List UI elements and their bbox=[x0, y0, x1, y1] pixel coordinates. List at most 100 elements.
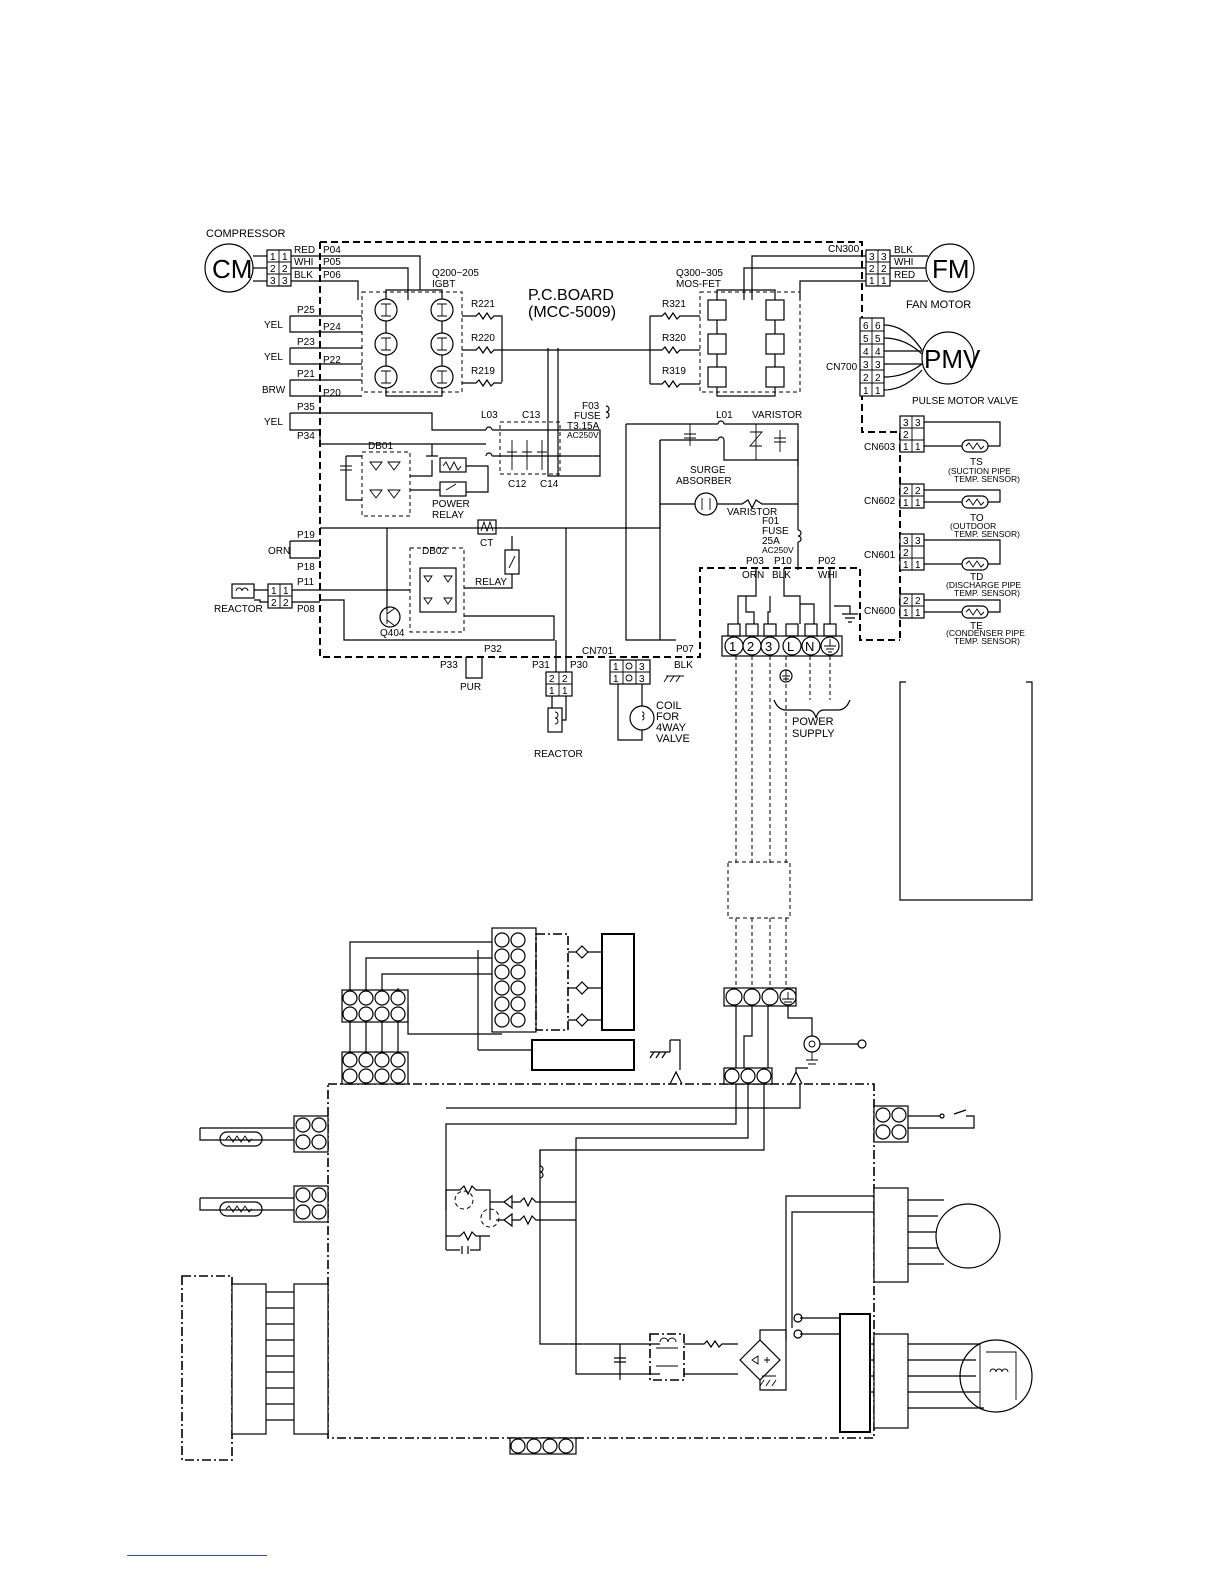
terminal-1: 1 bbox=[729, 639, 736, 654]
cn701-label: CN701 bbox=[582, 646, 614, 657]
label-pur: PUR bbox=[460, 682, 481, 693]
reactor-left-pin-1a: 1 bbox=[271, 586, 277, 597]
reactor-bottom-pin-1b: 1 bbox=[562, 686, 568, 697]
port-p24: P24 bbox=[323, 322, 341, 333]
cn603-pin-3b: 3 bbox=[915, 418, 921, 429]
r321-label: R321 bbox=[662, 299, 686, 310]
reactor-bottom: 2 2 1 1 REACTOR bbox=[534, 671, 583, 760]
reactor-left: REACTOR 1 1 2 2 bbox=[214, 583, 320, 615]
mosfet-block: Q300~305 MOS-FET R321 R320 R319 bbox=[649, 255, 866, 393]
cn601-pin-3a: 3 bbox=[903, 536, 909, 547]
l01-section: L01 VARISTOR SURGE ABSORBER VARISTOR F01… bbox=[625, 410, 802, 641]
coil-line3: 4WAY bbox=[656, 722, 687, 734]
port-p25: P25 bbox=[297, 305, 315, 316]
r319-label: R319 bbox=[662, 366, 686, 377]
coil-pin-3a: 3 bbox=[639, 662, 645, 673]
fm-pin-3a: 3 bbox=[869, 252, 875, 263]
pmv-pin-5b: 5 bbox=[875, 334, 881, 345]
pmv-pin-1a: 1 bbox=[863, 386, 869, 397]
cn602-pin-2a: 2 bbox=[903, 486, 909, 497]
fan-motor-group: CN300 3 3 2 2 1 1 BLK WHI RED FM FAN MOT… bbox=[828, 243, 975, 311]
mosfet-range: Q300~305 bbox=[676, 268, 723, 279]
port-p32: P32 bbox=[484, 644, 502, 655]
terminal-3: 3 bbox=[765, 639, 772, 654]
ts-desc1: (SUCTION PIPE bbox=[948, 466, 1011, 476]
pmv-pin-5a: 5 bbox=[863, 334, 869, 345]
pmv-label: PULSE MOTOR VALVE bbox=[912, 396, 1018, 407]
fuse1-rating: T3.15A bbox=[567, 421, 600, 432]
port-p20: P20 bbox=[323, 388, 341, 399]
l01-label: L01 bbox=[716, 410, 733, 421]
l03-label: L03 bbox=[481, 410, 498, 421]
compressor-pin-1a: 1 bbox=[270, 252, 276, 263]
sensor-to: 2 2 1 1 CN602 TO (OUTDOOR TEMP. SENSOR) bbox=[864, 483, 1020, 539]
db01-label: DB01 bbox=[368, 441, 393, 452]
c12-label: C12 bbox=[508, 479, 527, 490]
fm-pin-3b: 3 bbox=[881, 252, 887, 263]
compressor-wire-whi: WHI bbox=[294, 257, 313, 268]
fuse1-id: F03 bbox=[582, 401, 600, 412]
port-p10: P10 bbox=[774, 556, 792, 567]
footer-rule bbox=[127, 1555, 267, 1556]
port-p04: P04 bbox=[323, 245, 341, 256]
compressor-pin-2a: 2 bbox=[270, 264, 276, 275]
compressor-pin-3a: 3 bbox=[270, 276, 276, 287]
supply-whi: WHI bbox=[818, 570, 837, 581]
port-p30: P30 bbox=[570, 660, 588, 671]
cn700-label: CN700 bbox=[826, 362, 858, 373]
varistor-top-label: VARISTOR bbox=[752, 410, 802, 421]
fan-motor-symbol: FM bbox=[932, 254, 970, 284]
td-desc2: TEMP. SENSOR) bbox=[954, 588, 1020, 598]
coil-line4: VALVE bbox=[656, 733, 690, 745]
pmv-pin-6b: 6 bbox=[875, 321, 881, 332]
cn602-pin-1b: 1 bbox=[915, 498, 921, 509]
port-p08: P08 bbox=[297, 604, 315, 615]
relay-label: RELAY bbox=[475, 577, 507, 588]
cn602-pin-1a: 1 bbox=[903, 498, 909, 509]
connector-a bbox=[341, 941, 502, 1085]
cn603-pin-1a: 1 bbox=[903, 442, 909, 453]
surge-line1: SURGE bbox=[690, 465, 726, 476]
label-yel-2: YEL bbox=[264, 352, 283, 363]
bus-lines bbox=[385, 289, 776, 397]
pmv-group: 6 6 5 5 4 4 3 3 2 2 1 1 CN700 PMV PULSE … bbox=[826, 317, 1018, 407]
reactor-left-label: REACTOR bbox=[214, 604, 263, 615]
port-p34: P34 bbox=[297, 431, 315, 442]
db02-label: DB02 bbox=[422, 546, 447, 557]
indoor-section bbox=[181, 927, 1033, 1461]
r320-label: R320 bbox=[662, 333, 686, 344]
coil-pin-3b: 3 bbox=[639, 674, 645, 685]
cn603-pin-3a: 3 bbox=[903, 418, 909, 429]
db01-section: DB01 POWER RELAY bbox=[340, 441, 489, 521]
coil-pin-1b: 1 bbox=[613, 674, 619, 685]
port-p31: P31 bbox=[532, 660, 550, 671]
cn300-label: CN300 bbox=[828, 244, 860, 255]
fan-motor-label: FAN MOTOR bbox=[906, 299, 971, 311]
cn600-pin-1b: 1 bbox=[915, 608, 921, 619]
r220-label: R220 bbox=[471, 333, 495, 344]
coil-pin-1a: 1 bbox=[613, 662, 619, 673]
supply-ports: P03 P10 P02 ORN BLK WHI bbox=[737, 556, 858, 624]
coil-group: 1 3 1 3 COIL FOR 4WAY VALVE bbox=[609, 659, 690, 745]
pmv-pin-4a: 4 bbox=[863, 347, 869, 358]
port-p03: P03 bbox=[746, 556, 764, 567]
reactor-bottom-label: REACTOR bbox=[534, 749, 583, 760]
port-p02: P02 bbox=[818, 556, 836, 567]
cn601-pin-1b: 1 bbox=[915, 560, 921, 571]
fm-pin-2b: 2 bbox=[881, 264, 887, 275]
terminal-n: N bbox=[805, 639, 814, 654]
port-p06: P06 bbox=[323, 270, 341, 281]
fuse2-rating: 25A bbox=[762, 536, 780, 547]
cn602-pin-2b: 2 bbox=[915, 486, 921, 497]
fuse2-name: FUSE bbox=[762, 526, 789, 537]
port-p22: P22 bbox=[323, 355, 341, 366]
cn603-pin-2: 2 bbox=[903, 430, 909, 441]
compressor-label: COMPRESSOR bbox=[206, 228, 286, 240]
reactor-left-pin-2b: 2 bbox=[283, 598, 289, 609]
c13-label: C13 bbox=[522, 410, 541, 421]
ts-name: TS bbox=[970, 457, 983, 468]
compressor-pin-3b: 3 bbox=[282, 276, 288, 287]
cn601-pin-3b: 3 bbox=[915, 536, 921, 547]
te-name: TE bbox=[970, 621, 983, 632]
